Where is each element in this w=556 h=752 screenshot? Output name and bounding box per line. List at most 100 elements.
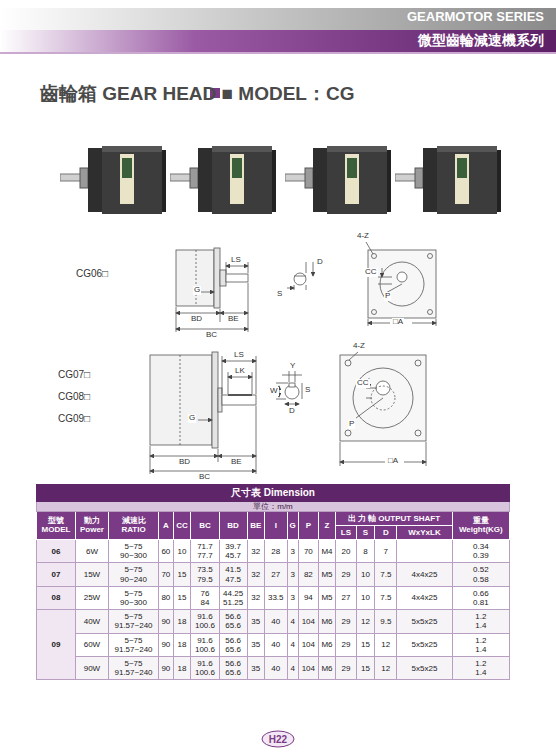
table-text: 8 (358, 547, 374, 556)
table-text: 18 (175, 617, 190, 626)
table-text: 47.5 (221, 575, 246, 584)
table-cell: 27 (336, 586, 357, 609)
table-cell: 7684 (191, 586, 219, 609)
table-text: 82 (300, 570, 317, 579)
table-text: 65.6 (221, 621, 246, 630)
table-text: 10 (175, 547, 190, 556)
table-text: 出 力 軸 OUTPUT SHAFT (337, 514, 451, 523)
table-text: LS (337, 528, 355, 537)
table-cell: CC (173, 511, 191, 539)
table-text: M5 (320, 593, 334, 602)
table-cell: 4x4x25 (397, 563, 452, 586)
table-text: 1.4 (454, 621, 508, 630)
table-cell: D (375, 525, 397, 539)
table-text: 10 (358, 570, 374, 579)
table-cell: 29 (336, 633, 357, 656)
table-cell: 39.745.7 (219, 540, 247, 563)
table-text: A (160, 521, 172, 530)
table-text: 56.6 (221, 636, 246, 645)
table-cell: 25W (75, 586, 108, 609)
table-cell: 44.2551.25 (219, 586, 247, 609)
table-text: 06 (38, 547, 74, 556)
table-text: 5~75 (110, 612, 157, 621)
table-cell: 90W (75, 656, 108, 679)
table-cell: 104 (298, 633, 318, 656)
table-text: 7 (376, 547, 395, 556)
table-cell: 9.5 (375, 610, 397, 633)
table-cell: 5~7590~300 (108, 586, 158, 609)
dimension-letter: D (316, 258, 324, 267)
table-text: 71.7 (192, 542, 217, 551)
dimension-letter: P (348, 420, 355, 429)
table-cell: 單位：m/m (37, 501, 510, 511)
table-row: 單位：m/m (37, 501, 510, 511)
table-text: 4x4x25 (398, 593, 450, 602)
table-text: 1.2 (454, 612, 508, 621)
table-text: 0.39 (454, 551, 508, 560)
table-text: 32 (249, 570, 263, 579)
table-text: 5x5x25 (398, 617, 450, 626)
table-cell: Z (318, 511, 335, 539)
table-text: 動力 (77, 516, 107, 525)
dimension-letter: W (269, 387, 279, 396)
dimension-letter: D (288, 407, 296, 416)
table-cell: 18 (173, 610, 191, 633)
table-cell: 104 (298, 656, 318, 679)
dimension-letter: 4-Z (356, 232, 370, 241)
table-cell: 90 (159, 633, 174, 656)
table-text: 51.25 (221, 598, 246, 607)
table-cell: M6 (318, 633, 335, 656)
table-text: 3 (289, 547, 297, 556)
table-text: BE (249, 521, 263, 530)
table-text: 5~75 (110, 565, 157, 574)
table-text: 6W (77, 547, 107, 556)
table-text: Power (77, 525, 107, 534)
table-cell: 10 (356, 563, 375, 586)
table-text: 35 (249, 664, 263, 673)
table-text: CC (175, 521, 190, 530)
page-number: H22 (269, 734, 287, 745)
table-cell: 5x5x25 (397, 610, 452, 633)
table-text: 65.6 (221, 668, 246, 677)
table-row: 0825W5~7590~3008015768444.2551.253233.53… (37, 586, 510, 609)
dimension-letter: □A (387, 457, 399, 466)
table-cell: 60W (75, 633, 108, 656)
table-text: 0.66 (454, 589, 508, 598)
table-text: 84 (192, 598, 217, 607)
table-text: 12 (376, 664, 395, 673)
dimension-letter: Y (289, 362, 296, 371)
table-text: 5~75 (110, 589, 157, 598)
table-text: 27 (337, 593, 355, 602)
table-cell: 3 (287, 563, 298, 586)
table-text: 單位：m/m (37, 502, 509, 511)
table-cell: 82 (298, 563, 318, 586)
table-text: 18 (175, 640, 190, 649)
table-cell: S (356, 525, 375, 539)
table-cell: 09 (37, 610, 76, 680)
table-text: 15 (175, 570, 190, 579)
table-text: 5~75 (110, 636, 157, 645)
table-cell: 5~7590~300 (108, 540, 158, 563)
dimension-letter: G (188, 414, 196, 423)
dimension-letter: BC (198, 473, 211, 482)
table-cell: 15W (75, 563, 108, 586)
table-cell: 15 (356, 633, 375, 656)
table-cell: 08 (37, 586, 76, 609)
table-cell: 減速比RATIO (108, 511, 158, 539)
table-cell: 12 (375, 656, 397, 679)
table-text: 100.6 (192, 621, 217, 630)
table-text: 09 (38, 640, 74, 649)
table-text: 7.5 (376, 593, 395, 602)
dimension-letter: BC (205, 331, 218, 340)
table-text: 77.7 (192, 551, 217, 560)
dimension-letter: P (384, 292, 391, 301)
table-text: 3 (289, 570, 297, 579)
table-cell: 32 (247, 563, 264, 586)
table-text: RATIO (110, 525, 157, 534)
table-text: 5x5x25 (398, 640, 450, 649)
table-cell: 5~7591.57~240 (108, 633, 158, 656)
table-cell: 27 (264, 563, 287, 586)
table-text: 3 (289, 593, 297, 602)
table-cell: M5 (318, 586, 335, 609)
table-cell: 12 (375, 633, 397, 656)
